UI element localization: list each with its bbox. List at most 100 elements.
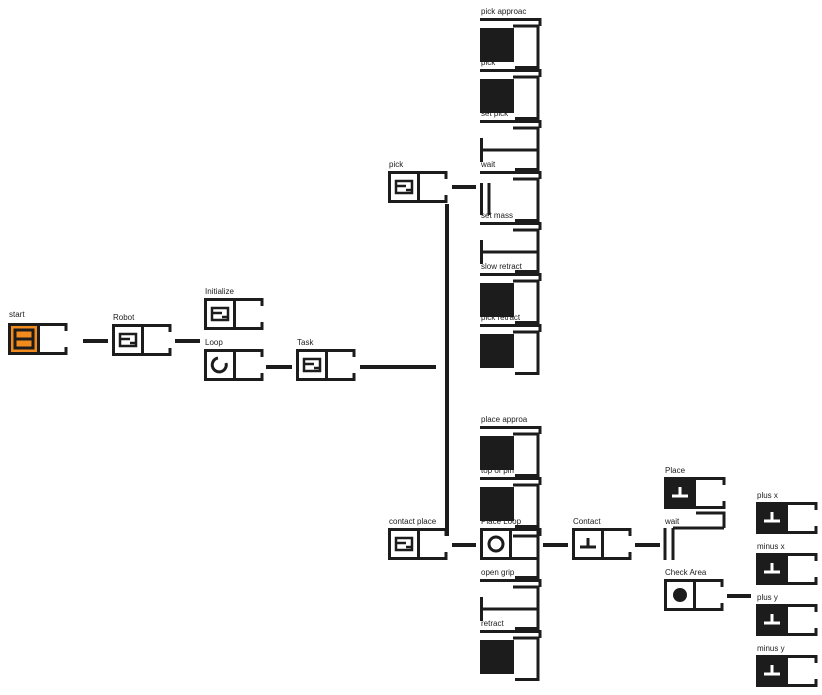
set-mass-label: set mass [481,211,514,220]
check-area-node-bracket [696,579,724,611]
pick-step-2[interactable] [480,69,542,120]
task-label: Task [297,338,314,347]
initialize-label: Initialize [205,287,234,296]
place-node[interactable] [664,477,726,509]
pick-step-5[interactable] [480,222,542,273]
pick-node[interactable] [388,171,448,203]
contact-icon [764,563,780,574]
motion-block [480,28,514,62]
contact-node-bracket [604,528,632,560]
minus-x-node-bracket [788,553,818,585]
contact-place-stack [480,426,542,681]
task-node[interactable] [296,349,356,381]
step-frame [480,324,542,375]
contact-icon [672,487,688,498]
contact-place-step-2[interactable] [480,477,542,528]
minus-x-label: minus x [757,542,785,551]
place-loop-node[interactable] [480,528,540,560]
step-frame [480,477,542,528]
check-area-node-box [664,579,696,611]
loop-node-bracket [236,349,264,381]
initialize-node[interactable] [204,298,264,330]
pick-stack [480,18,542,375]
place-label: Place [665,466,686,475]
dot-icon [673,588,687,602]
pick-step-1[interactable] [480,18,542,69]
nodes [8,18,818,687]
setter-icon [480,138,538,162]
step-frame [480,18,542,69]
plus-y-label: plus y [757,593,778,602]
contact-place-node[interactable] [388,528,448,560]
check-area-label: Check Area [665,568,707,577]
minus-y-label: minus y [757,644,785,653]
slow-retract-label: slow retract [481,262,522,271]
pick-step-label: pick [481,58,496,67]
contact-icon [580,538,596,549]
minus-x-node[interactable] [756,553,818,585]
step-frame [480,69,542,120]
motion-block [480,79,514,113]
contact-label: Contact [573,517,601,526]
loop-icon [210,356,228,374]
step-frame [480,426,542,477]
contact-icon [764,665,780,676]
motion-block [480,283,514,317]
motion-block [480,640,514,674]
sequence-icon [394,179,414,195]
pick-retract-label: pick retract [481,313,521,322]
minus-y-node-bracket [788,655,818,687]
loop-node[interactable] [204,349,264,381]
sequence-icon [302,357,322,373]
pick-step-4[interactable] [480,171,542,222]
wait-icon [663,528,675,560]
wait-bracket [673,511,726,530]
pick-label: pick [389,160,404,169]
top-of-pin-label: top of pin [481,466,514,475]
place-loop-node-bracket [512,528,540,560]
ring-icon [487,535,505,553]
plus-y-node[interactable] [756,604,818,636]
pick-step-7[interactable] [480,324,542,375]
place-loop-node-box [480,528,512,560]
sequence-icon [210,306,230,322]
plus-x-label: plus x [757,491,778,500]
wait-2-label: wait [665,517,680,526]
pick-step-3[interactable] [480,120,542,171]
initialize-node-bracket [236,298,264,330]
pick-approach-label: pick approac [481,7,527,16]
robot-label: Robot [113,313,135,322]
plus-x-node[interactable] [756,502,818,534]
contact-place-step-1[interactable] [480,426,542,477]
contact-place-node-bracket [420,528,448,560]
task-node-bracket [328,349,356,381]
set-pick-label: set pick [481,109,509,118]
retract-label: retract [481,619,504,628]
plus-y-node-bracket [788,604,818,636]
pick-node-bracket [420,171,448,203]
start-node[interactable] [8,323,68,355]
step-frame [480,273,542,324]
minus-y-node[interactable] [756,655,818,687]
contact-place-step-5[interactable] [480,630,542,681]
contact-place-node-box [388,528,420,560]
contact-place-label: contact place [389,517,437,526]
loop-label: Loop [205,338,223,347]
start-node-bracket [40,323,68,355]
wait-label: wait [481,160,496,169]
wait-2-node[interactable] [663,511,726,560]
pick-step-6[interactable] [480,273,542,324]
wait-icon [480,183,491,215]
motion-block [480,334,514,368]
contact-node[interactable] [572,528,632,560]
contact-place-step-4[interactable] [480,579,542,630]
plus-x-node-bracket [788,502,818,534]
place-node-bracket [696,477,726,509]
contact-icon [764,614,780,625]
contact-icon [764,512,780,523]
robot-node[interactable] [112,324,172,356]
check-area-node[interactable] [664,579,724,611]
start-label: start [9,310,25,319]
loop-node-box [204,349,236,381]
step-frame [480,171,542,222]
